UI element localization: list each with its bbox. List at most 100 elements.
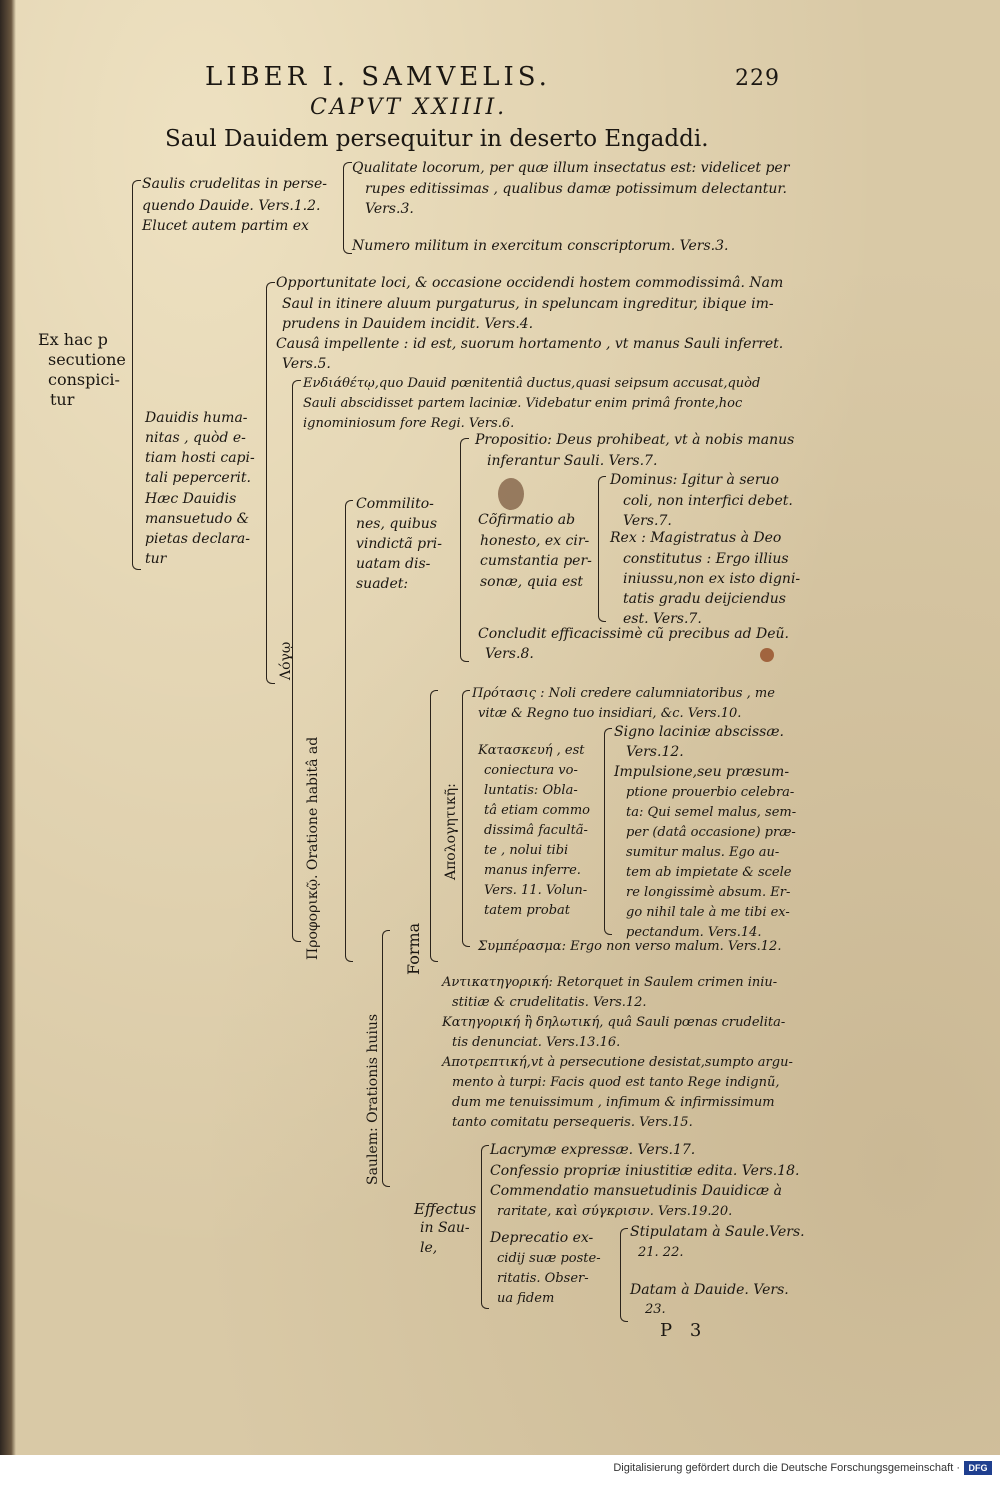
impulsione-line: pectandum. Vers.14. [626,925,762,940]
concludit-line: Vers.8. [485,646,534,662]
apologetice-label: Απολογητικῆ: [443,783,459,880]
chapter-title: Saul Dauidem persequitur in deserto Enga… [165,126,709,152]
deprecatio-line: Deprecatio ex- [490,1230,594,1246]
opportunitate-line: prudens in Dauidem incidit. Vers.4. [282,316,534,332]
deprecatio-line: cidij suæ poste- [497,1251,601,1266]
confirmatio-line: Cõfirmatio ab [478,512,576,528]
ink-stain [498,478,524,510]
qualitate-line: rupes editissimas , qualibus damæ potiss… [365,181,787,197]
kataskeue-line: te , nolui tibi [484,843,569,858]
symperasma-line: Συμπέρασμα: Ergo non verso malum. Vers.1… [478,939,782,954]
propositio-line: Propositio: Deus prohibeat, vt à nobis m… [475,432,795,448]
impulsione-line: per (datâ occasione) præ- [626,825,796,840]
kataskeue-line: tatem probat [484,903,571,918]
antikategorike-line: Αντικατηγορική: Retorquet in Saulem crim… [442,975,778,990]
dauid-brace [266,282,275,684]
propositio-line: inferantur Sauli. Vers.7. [487,453,658,469]
left-label-line: tur [50,390,75,409]
dfg-logo: DFG [964,1461,992,1475]
commilitones-line: uatam dis- [356,556,431,572]
opportunitate-line: Saul in itinere aluum purgaturus, in spe… [282,296,774,312]
confessio-line: Confessio propriæ iniustitiæ edita. Vers… [490,1163,800,1179]
rex-line: Rex : Magistratus à Deo [610,530,782,546]
antikategorike-line: stitiæ & crudelitatis. Vers.12. [452,995,647,1010]
ink-stain [760,648,774,662]
commilitones-brace [460,438,469,662]
kataskeue-line: coniectura vo- [484,763,578,778]
footer-credit: Digitalisierung gefördert durch die Deut… [613,1462,960,1474]
dauid-line: tur [145,551,167,567]
dominus-line: coli, non interfici debet. [623,493,793,509]
impulsione-line: ta: Qui semel malus, sem- [626,805,797,820]
dauid-line: tiam hosti capi- [145,450,255,466]
signature-mark: P 3 [660,1320,708,1341]
saulem-label: Saulem: Orationis huius [365,1013,381,1185]
running-title: LIBER I. SAMVELIS. [205,62,551,92]
prophoriko-label: Προφορικῷ. Oratione habitâ ad [305,736,321,960]
saul-brace [343,162,352,254]
endiathetos-line: Sauli abscidisset partem laciniæ. Videba… [303,396,743,411]
apologetice-brace [462,690,470,947]
saul-line: Saulis crudelitas in perse- [142,176,327,192]
confirmatio-brace [598,476,606,622]
endiathetos-line: Ενδιάθέτῳ,quo Dauid pœnitentiâ ductus,qu… [303,376,761,391]
forma-label: Forma [404,922,423,975]
datam-line: Datam à Dauide. Vers. [630,1282,789,1298]
signo-line: Vers.12. [626,744,684,760]
kataphatike-line: tis denunciat. Vers.13.16. [452,1035,621,1050]
commilitones-outer-brace [345,500,353,962]
impulsione-line: Impulsione,seu præsum- [614,764,790,780]
dauid-line: pietas declara- [145,531,251,547]
page-gutter [0,0,16,1455]
main-brace [132,180,141,570]
forma-brace [430,690,438,962]
rex-line: est. Vers.7. [623,611,702,627]
saulem-brace [382,930,390,1187]
dominus-line: Dominus: Igitur à seruo [610,472,779,488]
page-number: 229 [735,66,780,91]
kataskeue-line: manus inferre. [484,863,581,878]
footer-bar [0,1455,1000,1485]
stipulatam-line: 21. 22. [638,1245,684,1260]
effectus-label: le, [420,1240,438,1256]
apotreptike-line: dum me tenuissimum , infimum & infirmiss… [452,1095,775,1110]
left-label-line: secutione [48,350,126,369]
impulsione-line: go nihil tale à me tibi ex- [626,905,790,920]
impulsione-line: tem ab impietate & scele [626,865,792,880]
kataskeue-line: luntatis: Obla- [484,783,578,798]
dauid-line: mansuetudo & [145,511,250,527]
rex-line: constitutus : Ergo illius [623,551,789,567]
logo-brace [292,380,301,942]
numero-line: Numero militum in exercitum conscriptoru… [352,238,729,254]
protasis-line: Πρότασις : Noli credere calumniatoribus … [472,686,775,701]
confirmatio-line: cumstantia per- [480,553,592,569]
book-page: LIBER I. SAMVELIS. 229 CAPVT XXIIII. Sau… [0,0,1000,1455]
protasis-line: vitæ & Regno tuo insidiari, &c. Vers.10. [478,706,742,721]
apotreptike-line: mento à turpi: Facis quod est tanto Rege… [452,1075,780,1090]
causa-line: Vers.5. [282,356,331,372]
endiathetos-line: ignominiosum fore Regi. Vers.6. [303,416,515,431]
impulsione-line: sumitur malus. Ego au- [626,845,780,860]
apotreptike-line: tanto comitatu persequeris. Vers.15. [452,1115,693,1130]
confirmatio-line: honesto, ex cir- [480,533,590,549]
left-label-line: Ex hac p [38,330,108,349]
qualitate-line: Vers.3. [365,201,414,217]
deprecatio-line: ua fidem [497,1291,555,1306]
qualitate-line: Qualitate locorum, per quæ illum insecta… [352,160,790,176]
rex-line: iniussu,non ex isto digni- [623,571,801,587]
effectus-label: in Sau- [420,1220,470,1236]
dauid-line: nitas , quòd e- [145,430,246,446]
commendatio-line: raritate, καὶ σύγκρισιν. Vers.19.20. [497,1204,733,1219]
kataskeue-brace [604,728,612,935]
dauid-line: Dauidis huma- [145,410,248,426]
effectus-brace [481,1145,489,1309]
commilitones-line: nes, quibus [356,516,438,532]
kataphatike-line: Κατηγορική ἢ δηλωτική, quâ Sauli pœnas c… [442,1015,786,1030]
impulsione-line: re longissimè absum. Er- [626,885,791,900]
commilitones-line: vindictã pri- [356,536,442,552]
signo-line: Signo laciniæ abscissæ. [614,724,784,740]
commendatio-line: Commendatio mansuetudinis Dauidicæ à [490,1183,782,1199]
stipulatam-line: Stipulatam à Saule.Vers. [630,1224,805,1240]
dominus-line: Vers.7. [623,513,672,529]
deprecatio-line: ritatis. Obser- [497,1271,589,1286]
